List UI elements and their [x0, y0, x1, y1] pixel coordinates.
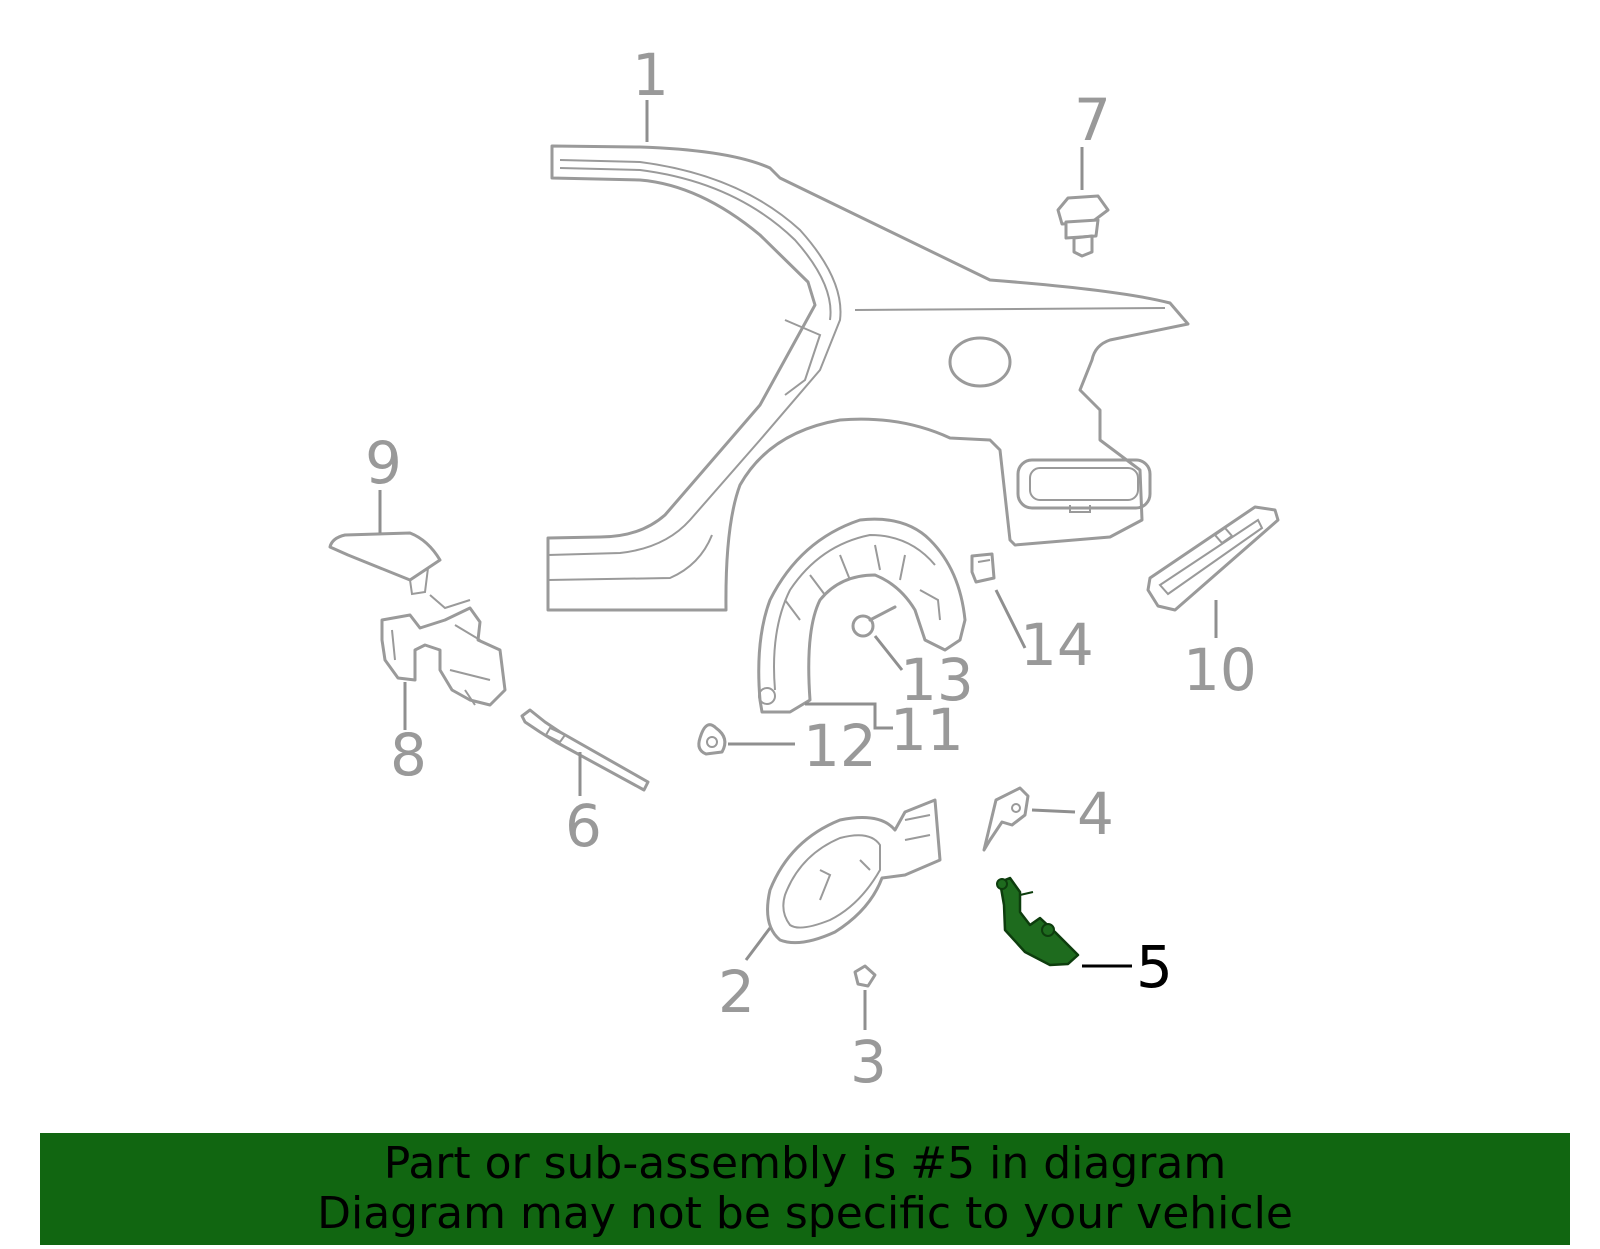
part-4-bracket [982, 786, 1030, 852]
part-11-wheel-liner [757, 517, 967, 714]
part-1-quarter-panel [546, 144, 1190, 612]
callout-2: 2 [718, 958, 755, 1026]
part-7-clip [1056, 194, 1110, 258]
leader-14 [994, 589, 1027, 649]
leader-2 [744, 927, 772, 961]
part-9-trim [328, 531, 442, 596]
callout-3: 3 [850, 1028, 887, 1096]
leader-4 [1031, 808, 1076, 814]
part-10-vent [1146, 505, 1280, 612]
callout-14: 14 [1020, 611, 1094, 679]
callout-11: 11 [890, 696, 964, 764]
leader-13 [873, 635, 904, 671]
callout-4: 4 [1077, 780, 1114, 848]
callout-13: 13 [900, 646, 974, 714]
part-12-grommet [697, 723, 727, 756]
part-3-clip [853, 964, 877, 988]
banner-line-part: Part or sub-assembly is #5 in diagram [383, 1138, 1227, 1189]
leader-11 [805, 702, 893, 730]
part-13-bolt [851, 605, 897, 638]
info-banner: Part or sub-assembly is #5 in diagram Di… [40, 1133, 1570, 1245]
part-8-bracket [380, 594, 507, 707]
leader-lines [378, 100, 1218, 1030]
callout-12: 12 [803, 712, 877, 780]
callout-9: 9 [365, 429, 402, 497]
callout-7: 7 [1074, 86, 1111, 154]
part-5-hinge-highlighted [996, 876, 1080, 967]
callout-8: 8 [390, 721, 427, 789]
callout-10: 10 [1183, 636, 1257, 704]
callout-6: 6 [565, 792, 602, 860]
callout-1: 1 [632, 41, 669, 109]
part-2-fuel-door [766, 798, 942, 945]
callout-5: 5 [1136, 933, 1173, 1001]
banner-line-disclaimer: Diagram may not be specific to your vehi… [317, 1188, 1293, 1239]
part-14-clip [970, 552, 996, 584]
callout-labels: 1 7 9 8 6 14 13 10 11 12 2 3 4 5 [365, 41, 1257, 1096]
part-6-cable [520, 708, 650, 792]
